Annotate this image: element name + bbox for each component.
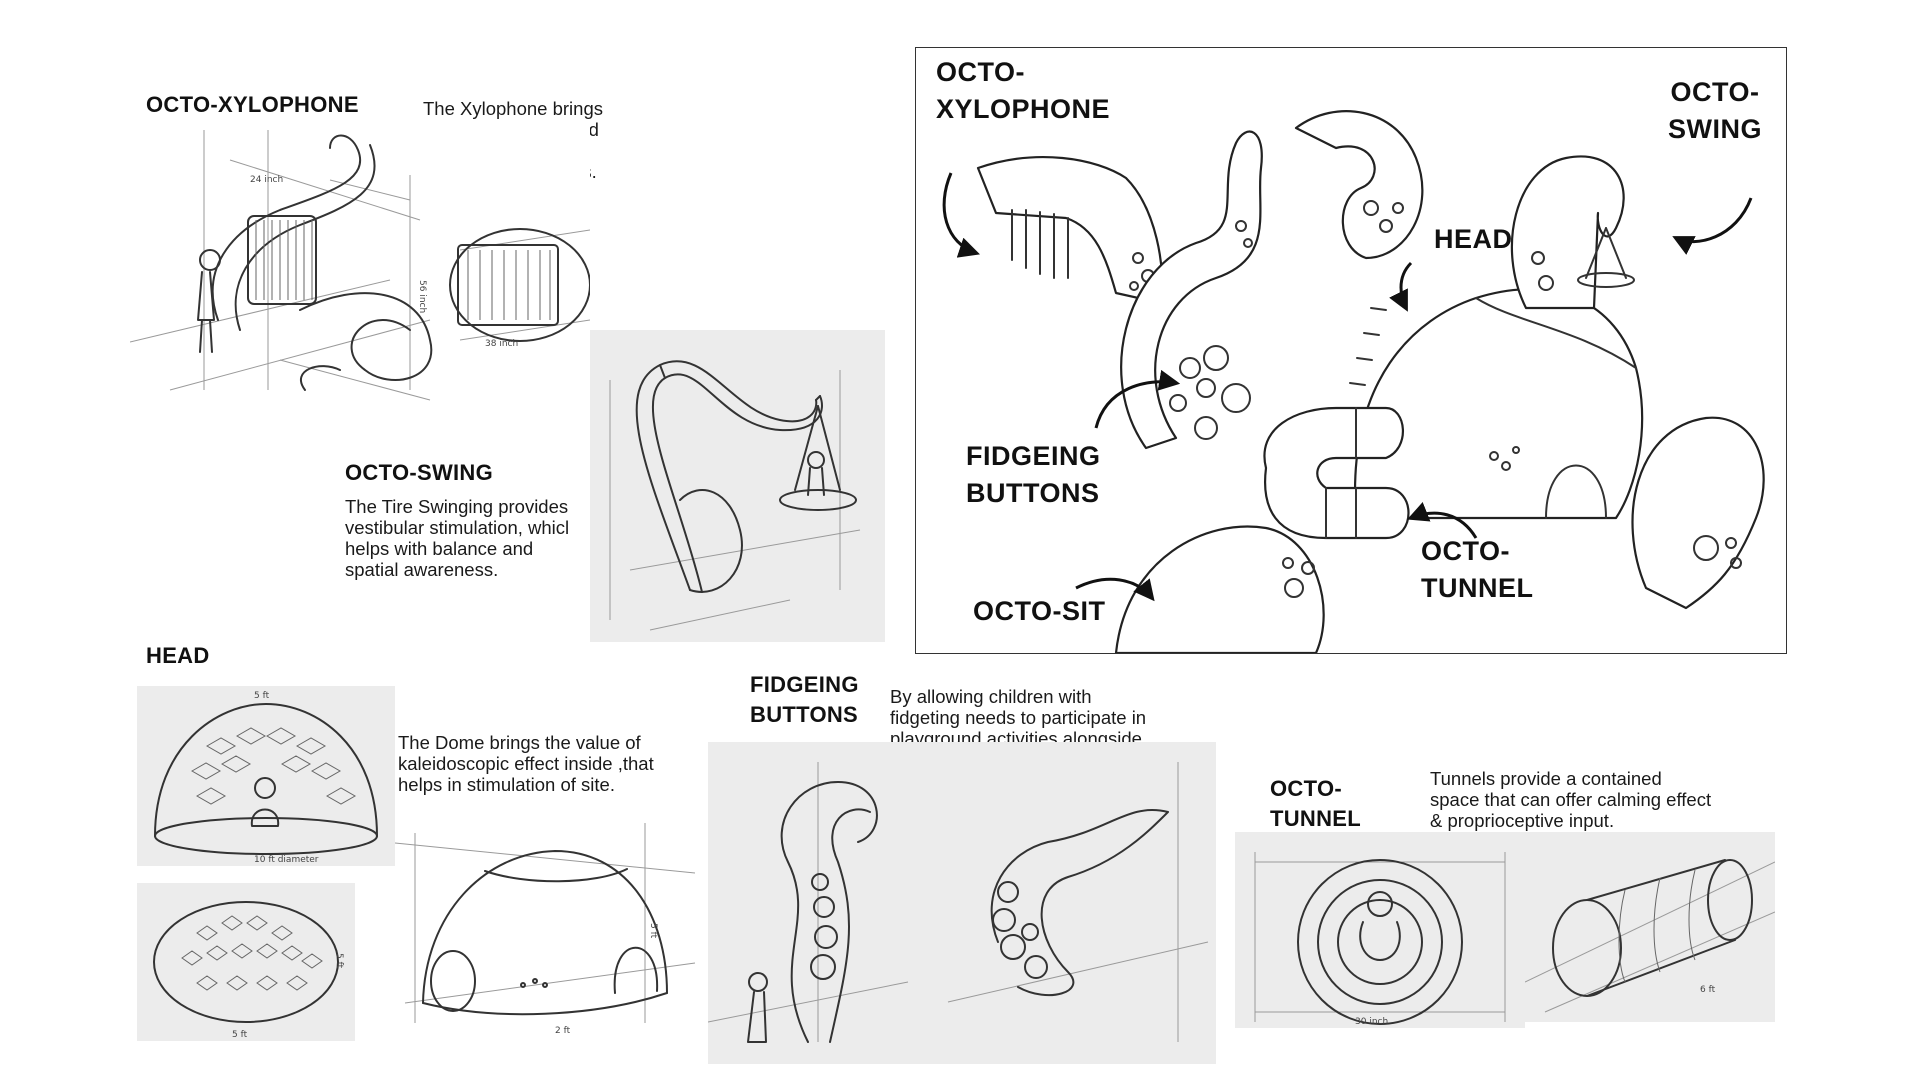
overview-label-xylophone: OCTO- XYLOPHONE	[936, 54, 1110, 128]
overview-label-swing: OCTO- SWING	[1668, 74, 1762, 148]
tunnel-description: Tunnels provide a contained space that c…	[1430, 768, 1760, 831]
xylophone-sketch: 24 inch 56 inch 38 inch	[130, 120, 590, 415]
dome-front-sketch: 5 ft 10 ft diameter	[137, 686, 395, 866]
tunnel-title: OCTO- TUNNEL	[1270, 774, 1361, 834]
overview-label-tunnel: OCTO- TUNNEL	[1421, 533, 1534, 607]
overview-illustration	[916, 48, 1786, 653]
fidgeting-sketch	[708, 742, 1216, 1064]
overview-label-head: HEAD	[1434, 221, 1513, 258]
dome-perspective-sketch: 5 ft 2 ft	[395, 803, 700, 1041]
dim-dome-diameter: 10 ft diameter	[254, 855, 319, 865]
dim-dome-depth: 2 ft	[555, 1026, 571, 1036]
dim-xylophone-height: 56 inch	[417, 280, 427, 313]
dome-top-sketch: 5 ft 5 ft	[137, 883, 355, 1041]
dim-tunnel-size: 30 inch	[1355, 1017, 1388, 1027]
dim-dome-height: 5 ft	[334, 953, 344, 969]
tunnel-front-sketch: 30 inch	[1235, 832, 1525, 1028]
swing-description: The Tire Swinging provides vestibular st…	[345, 496, 590, 580]
swing-sketch	[590, 330, 885, 642]
swing-title: OCTO-SWING	[345, 460, 493, 486]
overview-label-sit: OCTO-SIT	[973, 593, 1106, 630]
head-title: HEAD	[146, 643, 210, 669]
dim-dome-width: 5 ft	[254, 691, 270, 701]
dim-dome-width-top: 5 ft	[232, 1030, 248, 1040]
xylophone-title: OCTO-XYLOPHONE	[146, 92, 359, 118]
overview-label-fidgeting: FIDGEING BUTTONS	[966, 438, 1101, 512]
dim-dome-height-persp: 5 ft	[648, 923, 658, 939]
tunnel-side-sketch: 6 ft	[1525, 832, 1775, 1022]
fidgeting-title: FIDGEING BUTTONS	[750, 670, 859, 730]
dim-xylophone-depth: 38 inch	[485, 339, 518, 349]
dim-xylophone-width: 24 inch	[250, 175, 283, 185]
head-description: The Dome brings the value of kaleidoscop…	[398, 732, 708, 795]
overview-panel: OCTO- XYLOPHONE OCTO- SWING HEAD FIDGEIN…	[915, 47, 1787, 654]
dim-tunnel-length: 6 ft	[1700, 985, 1716, 995]
